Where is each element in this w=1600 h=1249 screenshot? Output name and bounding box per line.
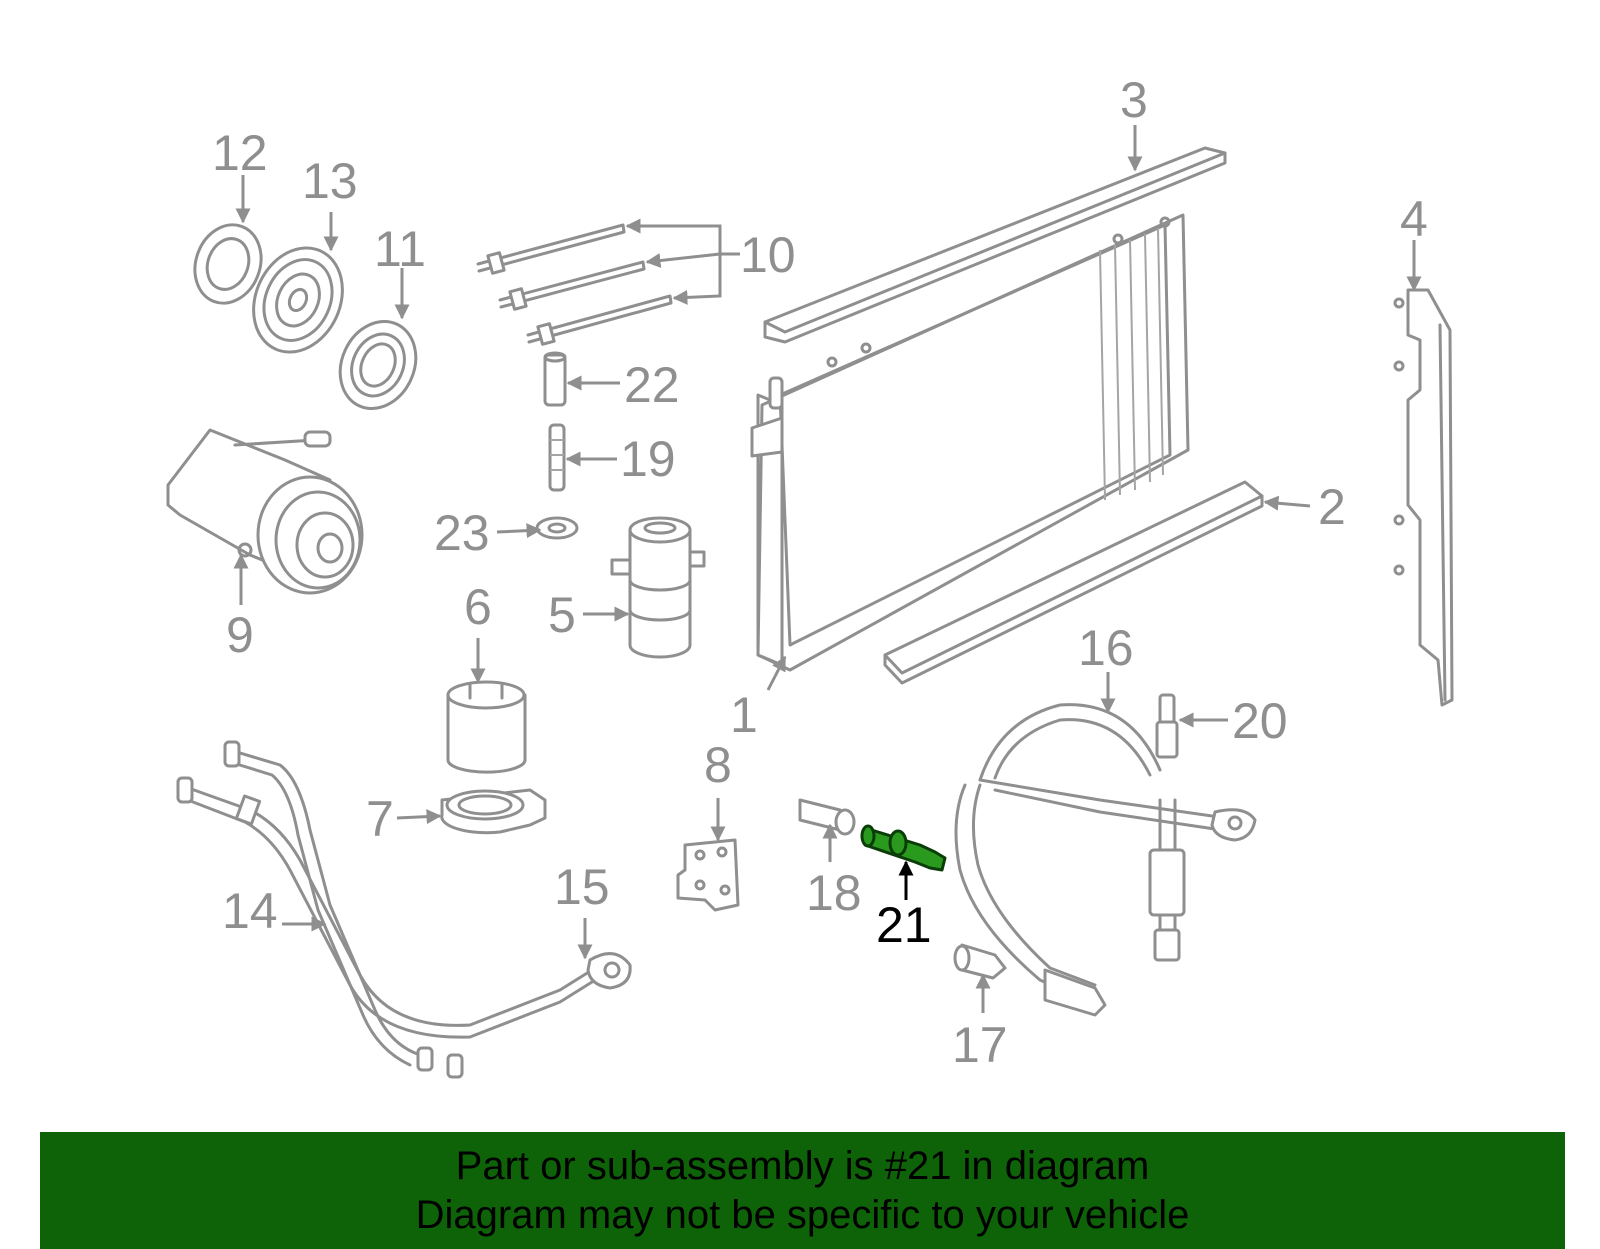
- callout-22: 22: [624, 357, 680, 413]
- part-15-fitting: [586, 952, 632, 990]
- part-10-bolts: [476, 223, 673, 346]
- callout-19: 19: [620, 431, 676, 487]
- callout-18: 18: [806, 865, 862, 921]
- part-17-switch: [953, 943, 1007, 980]
- part-5-receiver-drier: [610, 516, 706, 659]
- part-7-ring-bracket: [440, 788, 547, 835]
- callout-14: 14: [222, 883, 278, 939]
- part-2-lower-seal: [883, 480, 1264, 685]
- part-3-upper-seal: [763, 146, 1227, 344]
- part-23-washer: [535, 516, 579, 540]
- part-19-stud: [548, 423, 566, 492]
- callout-1: 1: [730, 687, 758, 743]
- part-12-clutch-hub: [193, 223, 263, 305]
- callout-10: 10: [740, 227, 796, 283]
- callout-23: 23: [434, 505, 490, 561]
- part-9-compressor: [166, 428, 364, 595]
- callout-labels: 1 2 3 4 5 6 7 8 9 10 11 12 13 14 15 16 1…: [212, 72, 1428, 1073]
- part-18-valve: [798, 798, 856, 836]
- callout-6: 6: [464, 579, 492, 635]
- part-1-condenser: [750, 213, 1190, 672]
- part-14-hose: [176, 740, 602, 1079]
- banner-line-disclaimer: Diagram may not be specific to your vehi…: [415, 1193, 1190, 1237]
- part-16-suction-hose: [954, 703, 1257, 1017]
- callout-16: 16: [1078, 620, 1134, 676]
- callout-5: 5: [548, 587, 576, 643]
- callout-20: 20: [1232, 693, 1288, 749]
- callout-11: 11: [374, 221, 426, 277]
- callout-3: 3: [1120, 72, 1148, 128]
- callout-12: 12: [212, 125, 268, 181]
- part-8-bracket: [676, 838, 740, 912]
- callout-4: 4: [1400, 191, 1428, 247]
- callout-8: 8: [704, 737, 732, 793]
- part-13-pulley: [252, 246, 344, 354]
- leader-lines: [233, 125, 1422, 1013]
- callout-21: 21: [876, 897, 932, 953]
- part-22-spacer: [543, 351, 567, 407]
- part-20-sensor: [1155, 693, 1179, 759]
- part-11-clutch-coil: [338, 319, 418, 411]
- info-banner: Part or sub-assembly is #21 in diagram D…: [40, 1132, 1565, 1249]
- callout-15: 15: [554, 859, 610, 915]
- callout-7: 7: [366, 791, 394, 847]
- banner-line-part: Part or sub-assembly is #21 in diagram: [455, 1144, 1150, 1188]
- callout-2: 2: [1318, 479, 1346, 535]
- part-4-side-shield: [1393, 288, 1454, 707]
- callout-13: 13: [302, 153, 358, 209]
- callout-9: 9: [226, 607, 254, 663]
- part-6-sleeve: [446, 680, 527, 774]
- callout-17: 17: [952, 1017, 1008, 1073]
- part-21-highlighted-valve: [860, 824, 947, 872]
